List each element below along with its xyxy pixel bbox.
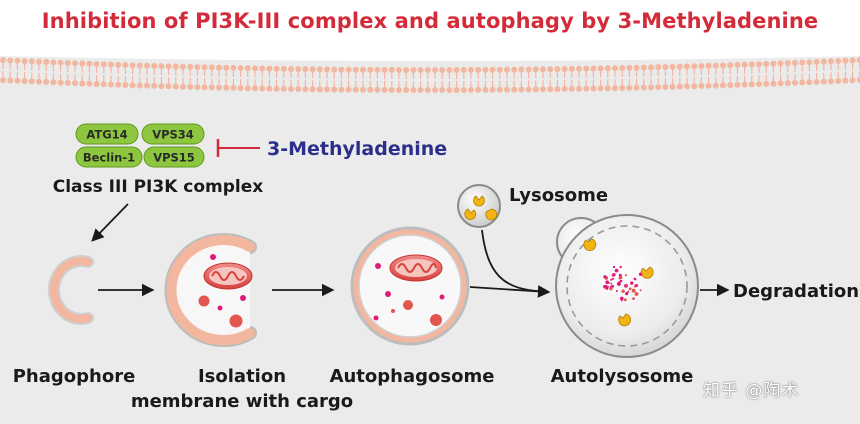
cargo-fragment [624,274,627,277]
cargo-fragment [633,277,637,281]
cargo-fragment [619,265,622,269]
lysosome-label: Lysosome [509,185,608,206]
stage-label-phagophore: Phagophore [13,366,136,387]
autolysosome [555,214,699,358]
complex-label: Class III PI3K complex [53,177,264,197]
cargo-fragment [610,282,613,285]
complex-subunit-vps15 [143,146,205,168]
cargo-particle [373,315,379,321]
cargo-particle [430,314,442,326]
cargo-fragment [612,265,616,269]
cargo-fragment [630,281,634,285]
cargo-fragment [638,272,643,276]
stage-label-isolation: Isolation [198,366,286,387]
degradation-label: Degradation [733,281,859,302]
subunit-label-vps15: VPS15 [153,151,195,165]
lysosome [457,184,501,228]
cargo-fragment [624,284,627,287]
cargo-fragment [632,297,635,300]
phagophore [47,255,94,325]
cargo-fragment [619,279,623,283]
cargo-fragment [634,292,639,296]
isolation-membrane-with-cargo [164,233,257,347]
cargo-fragment [616,281,621,286]
subunit-label-atg14: ATG14 [86,128,127,142]
hydrolase-enzyme [640,266,654,279]
cargo-fragment [614,268,619,273]
cargo-fragment [603,275,607,279]
complex-subunit-beclin1 [75,146,143,168]
mitochondrion [389,254,443,282]
cargo-fragment [639,289,642,292]
cargo-particle [375,263,381,269]
inhibition-symbol [216,139,260,157]
cargo-fragment [611,274,614,277]
complex-subunit-vps34 [141,123,205,145]
stage-label-autophagosome: Autophagosome [330,366,495,387]
cargo-fragment [609,287,613,291]
stage-label-membrane-with-cargo: membrane with cargo [131,391,353,412]
cargo-fragment [625,291,629,296]
cargo-particle [403,300,413,310]
cargo-fragment [633,285,637,288]
complex-to-phagophore-arrow [91,203,129,242]
complex-subunit-atg14 [75,123,139,145]
cargo-fragment [628,287,632,291]
cargo-particle [198,295,210,307]
cargo-fragment [618,273,622,277]
stage-arrow [469,286,549,293]
cargo-particle [391,309,395,313]
mitochondrion [203,262,253,290]
cargo-fragment [615,290,618,292]
cargo-fragment [611,277,615,280]
watermark: 知乎 @陶术 [703,381,800,401]
inhibitor-label: 3-Methyladenine [267,138,447,160]
cargo-fragment [621,289,625,293]
degraded-cargo-fragments [603,265,643,302]
cargo-particle [217,305,223,311]
plasma-membrane [0,57,860,93]
hydrolase-enzyme [473,195,485,207]
cargo-fragment [605,280,609,284]
hydrolase-enzyme [485,208,498,221]
diagram-title: Inhibition of PI3K-III complex and autop… [41,9,819,33]
cargo-fragment [603,284,607,289]
subunit-label-beclin1: Beclin-1 [83,151,135,165]
cargo-particle [385,291,391,297]
cargo-fragment [606,285,609,289]
cargo-fragment [627,290,630,293]
cargo-fragment [619,296,624,301]
cargo-particle [229,314,243,328]
cargo-fragment [620,299,623,302]
class-iii-pi3k-complex: ATG14 VPS34 Beclin-1 VPS15 Class III PI3… [53,123,264,197]
stage-label-autolysosome: Autolysosome [551,366,694,387]
cargo-fragment [618,276,622,280]
cargo-fragment [611,284,615,288]
hydrolase-enzyme [464,208,477,220]
autophagosome [350,226,470,346]
cargo-fragment [610,278,613,281]
cargo-particle [240,295,246,301]
cargo-fragment [623,298,627,302]
subunit-label-vps34: VPS34 [152,128,194,142]
cargo-particle [439,294,445,300]
hydrolase-enzyme [583,238,597,251]
hydrolase-enzyme [618,313,632,327]
cargo-fragment [631,288,636,293]
cargo-particle [210,254,216,260]
